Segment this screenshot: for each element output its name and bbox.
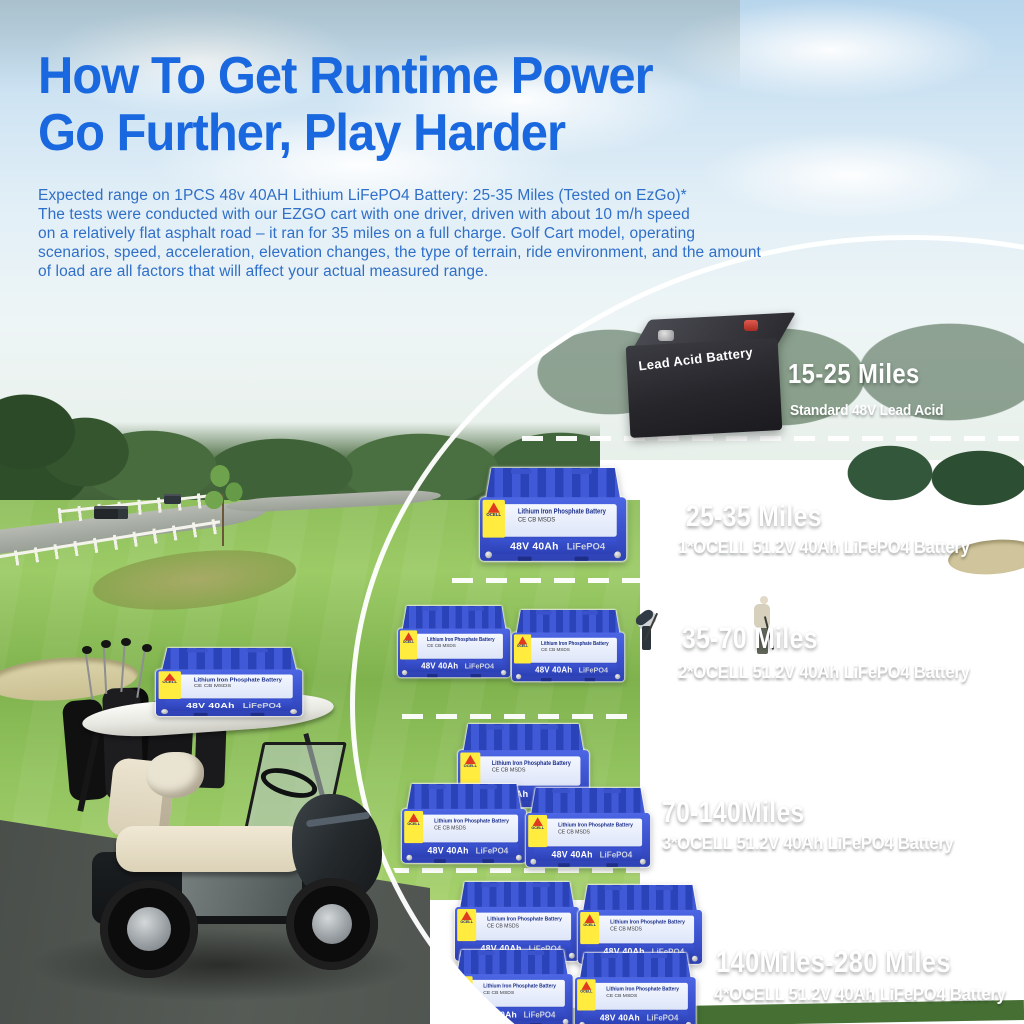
screw-icon [161, 709, 169, 715]
club-head [101, 640, 111, 648]
title-line-2: Go Further, Play Harder [38, 104, 566, 162]
battery-handle-tab [186, 648, 208, 653]
seat-base [116, 826, 306, 872]
pickup-truck [94, 506, 128, 519]
battery-handle-tab [247, 648, 268, 653]
distant-haze [0, 0, 740, 90]
wheel-hub [127, 907, 171, 951]
club-head [82, 646, 92, 654]
cloud [700, 130, 1000, 220]
battery-foot [250, 712, 265, 717]
screw-icon [456, 1018, 462, 1024]
club-head [142, 644, 152, 652]
sapling-tree [222, 494, 224, 546]
wheel-hub [312, 904, 352, 944]
towel [146, 752, 204, 798]
roof-battery: Lithium Iron Phosphate Battery CE CB MSD… [156, 648, 303, 719]
cloud [150, 110, 570, 220]
suv-vehicle [164, 494, 181, 504]
flame-icon [163, 673, 176, 681]
battery-top-ridges [162, 648, 297, 671]
sapling-leaves [200, 462, 246, 520]
brand-name: OCELL [162, 681, 178, 685]
large-tree [0, 382, 145, 517]
screw-icon [290, 709, 298, 715]
club-head [121, 638, 131, 646]
battery-chemistry: LiFePO4 [242, 702, 282, 710]
battery-foot [193, 712, 208, 717]
battery-spec: 48V 40Ah [186, 700, 235, 710]
battery-cert-text: CE CB MSDS [193, 683, 232, 689]
battery-label: Lithium Iron Phosphate Battery CE CB MSD… [165, 674, 293, 699]
intro-paragraph: Expected range on 1PCS 48v 40AH Lithium … [38, 187, 761, 280]
brand-logo: OCELL [158, 671, 181, 700]
battery-body: Lithium Iron Phosphate Battery CE CB MSD… [156, 669, 303, 717]
title-line-1: How To Get Runtime Power [38, 47, 654, 105]
page-title: How To Get Runtime Power Go Further, Pla… [38, 48, 752, 162]
battery-spec-strip: 48V 40Ah LiFePO4 [165, 699, 293, 711]
lifepo4-battery-image: Lithium Iron Phosphate Battery CE CB MSD… [156, 648, 303, 719]
battery-label-title: Lithium Iron Phosphate Battery [193, 676, 282, 683]
